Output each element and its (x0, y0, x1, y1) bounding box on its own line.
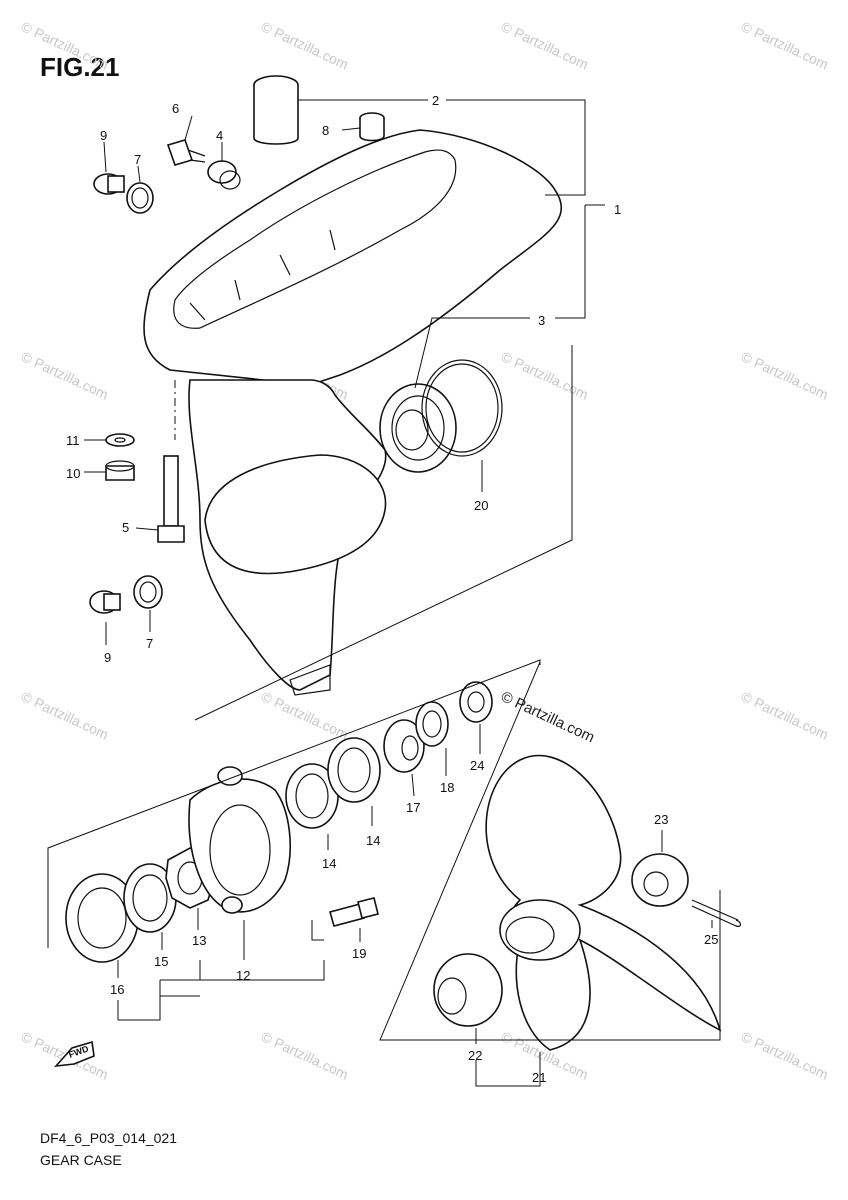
callout-15: 15 (154, 954, 168, 969)
callout-5: 5 (122, 520, 129, 535)
callout-25: 25 (704, 932, 718, 947)
callout-24: 24 (470, 758, 484, 773)
callout-8: 8 (322, 123, 329, 138)
callout-12: 12 (236, 968, 250, 983)
propeller-nut-part-23 (631, 853, 689, 907)
callout-14-upper: 14 (366, 833, 380, 848)
o-ring-part-20 (421, 359, 503, 457)
gear-case-housing (143, 129, 562, 696)
callout-2: 2 (432, 93, 439, 108)
oil-seal-part-14b (327, 737, 381, 803)
bush-part-8 (359, 112, 385, 142)
callout-19: 19 (352, 946, 366, 961)
watermark: © Partzilla.com (499, 18, 591, 72)
callout-9-upper: 9 (100, 128, 107, 143)
sleeve-part-2 (253, 75, 299, 145)
diagram-code: DF4_6_P03_014_021 (40, 1130, 178, 1146)
stopper-part-24 (459, 681, 493, 723)
callout-labels: 1 2 3 4 5 6 7 7 8 9 9 10 11 12 13 14 14 … (66, 93, 718, 1085)
watermark: © Partzilla.com (739, 688, 831, 742)
propeller-part-21 (485, 754, 722, 1051)
washer-part-18 (415, 701, 449, 747)
watermark: © Partzilla.com (259, 1028, 351, 1082)
callout-4: 4 (216, 128, 223, 143)
plug-part-9-lower (89, 590, 121, 614)
watermark: © Partzilla.com (19, 688, 111, 742)
spacer-part-17 (383, 719, 425, 773)
callout-23: 23 (654, 812, 668, 827)
gasket-part-7-lower (133, 575, 163, 609)
watermark: © Partzilla.com (259, 688, 351, 742)
callout-14-lower: 14 (322, 856, 336, 871)
diagram-name: GEAR CASE (40, 1152, 122, 1168)
callout-7-lower: 7 (146, 636, 153, 651)
watermark: © Partzilla.com (739, 1028, 831, 1082)
nut-part-10 (105, 460, 135, 481)
callout-18: 18 (440, 780, 454, 795)
bearing-housing-part-12 (188, 766, 291, 914)
callout-9-lower: 9 (104, 650, 111, 665)
watermark: © Partzilla.com (499, 348, 591, 402)
callout-22: 22 (468, 1048, 482, 1063)
callout-1: 1 (614, 202, 621, 217)
callout-3: 3 (538, 313, 545, 328)
bearing-part-15 (123, 863, 177, 933)
callout-7-upper: 7 (134, 152, 141, 167)
callout-10: 10 (66, 466, 80, 481)
assembly-frames (47, 345, 721, 1041)
callout-16: 16 (110, 982, 124, 997)
bearing-part-3 (379, 383, 457, 473)
bolt-part-6 (166, 139, 206, 166)
collar-part-4 (207, 160, 241, 190)
watermark: © Partzilla.com (19, 18, 111, 72)
callout-17: 17 (406, 800, 420, 815)
watermark: © Partzilla.com (19, 348, 111, 402)
callout-13: 13 (192, 933, 206, 948)
stud-part-5 (157, 455, 185, 543)
fwd-arrow-icon: FWD (54, 1040, 95, 1068)
leader-lines (84, 99, 713, 1087)
gasket-part-7-upper (126, 182, 154, 214)
callout-11: 11 (66, 433, 80, 448)
bushing-part-22 (433, 953, 503, 1027)
watermark: © Partzilla.com (259, 18, 351, 72)
bolt-part-19 (329, 897, 379, 927)
plug-part-9-upper (93, 173, 125, 195)
washer-part-11 (105, 433, 135, 447)
copyright-label: © Partzilla.com (498, 688, 597, 746)
callout-6: 6 (172, 101, 179, 116)
cotter-pin-part-25 (691, 899, 742, 927)
callout-21: 21 (532, 1070, 546, 1085)
watermark: © Partzilla.com (739, 348, 831, 402)
callout-20: 20 (474, 498, 488, 513)
watermark: © Partzilla.com (739, 18, 831, 72)
figure-title: FIG.21 (40, 52, 120, 82)
